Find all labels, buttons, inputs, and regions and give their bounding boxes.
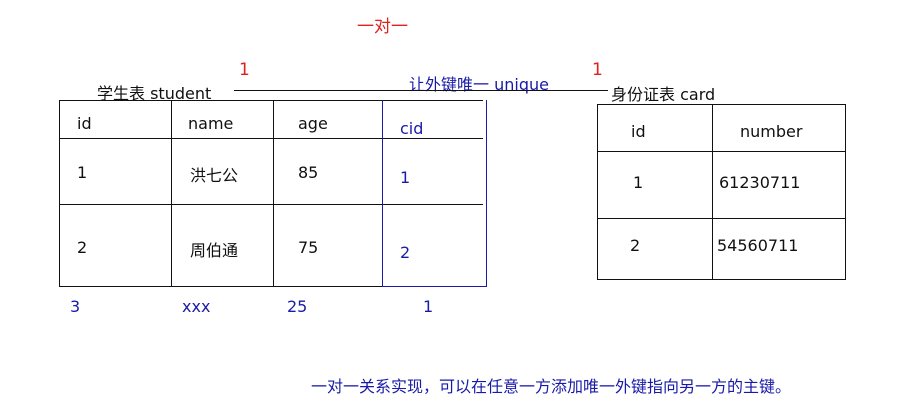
cid-column-border-bottom bbox=[382, 286, 487, 287]
connector-label: 让外键唯一 unique bbox=[409, 75, 549, 94]
card-row-2-number: 54560711 bbox=[717, 236, 799, 255]
student-header-cid: cid bbox=[400, 119, 424, 138]
explanation-note: 一对一关系实现，可以在任意一方添加唯一外键指向另一方的主键。 bbox=[311, 377, 792, 396]
student-row-1-cid: 1 bbox=[400, 168, 411, 187]
cid-column-border-right bbox=[486, 100, 487, 287]
right-cardinality: 1 bbox=[592, 60, 603, 80]
diagram-title: 一对一 bbox=[357, 17, 408, 37]
student-row-2-age: 75 bbox=[298, 238, 319, 257]
student-row-2-name: 周伯通 bbox=[190, 241, 239, 260]
student-header-id: id bbox=[77, 114, 92, 133]
relationship-line bbox=[234, 90, 608, 91]
student-header-name: name bbox=[188, 114, 234, 133]
student-row-1-id: 1 bbox=[77, 163, 88, 182]
student-table-name: 学生表 student bbox=[97, 84, 212, 103]
student-extra-row-name: xxx bbox=[182, 297, 211, 316]
student-row-1-name: 洪七公 bbox=[190, 166, 239, 185]
student-extra-row-id: 3 bbox=[70, 297, 81, 316]
card-row-1-number: 61230711 bbox=[719, 173, 801, 192]
card-row-1-id: 1 bbox=[633, 173, 644, 192]
student-row-2-id: 2 bbox=[77, 238, 88, 257]
cid-column-border-left bbox=[382, 100, 383, 287]
card-table-name: 身份证表 card bbox=[611, 85, 716, 104]
student-row-2-cid: 2 bbox=[400, 243, 411, 262]
student-row-1-age: 85 bbox=[298, 163, 319, 182]
card-header-id: id bbox=[631, 122, 646, 141]
left-cardinality: 1 bbox=[239, 60, 250, 80]
student-extra-row-age: 25 bbox=[287, 297, 308, 316]
student-header-age: age bbox=[298, 114, 328, 133]
card-header-number: number bbox=[740, 122, 803, 141]
card-row-2-id: 2 bbox=[630, 236, 641, 255]
student-extra-row-cid: 1 bbox=[423, 297, 434, 316]
